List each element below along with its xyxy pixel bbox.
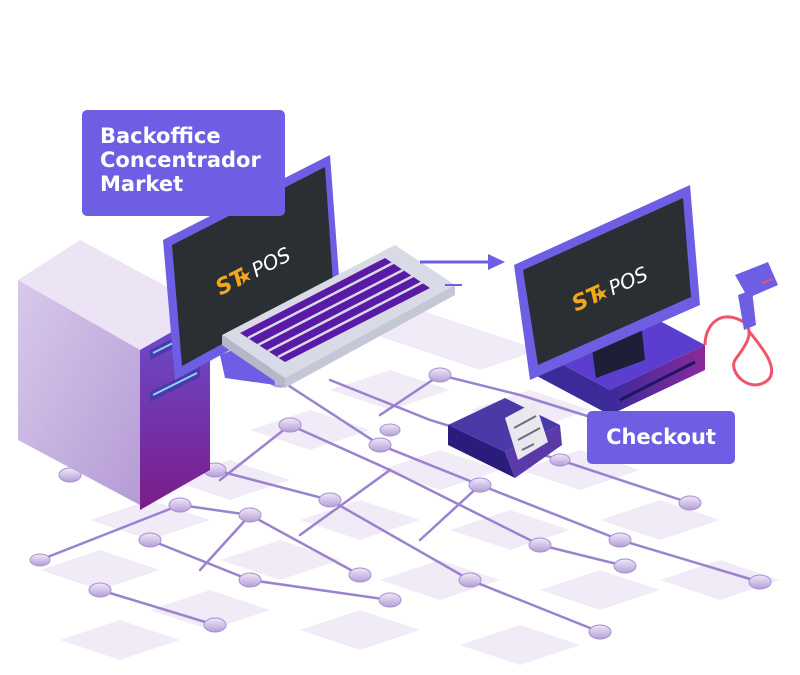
receipt-printer — [448, 398, 562, 478]
backoffice-label-line-2: Concentrador — [100, 148, 261, 172]
barcode-scanner — [703, 262, 778, 387]
keyboard — [222, 245, 455, 388]
arrow-icon — [420, 254, 505, 286]
star-icon: ★ — [589, 282, 612, 308]
backoffice-label-line-3: Market — [100, 172, 184, 196]
backoffice-label-line-1: Backoffice — [100, 124, 221, 148]
checkout-label: Checkout — [587, 411, 735, 464]
checkout-monitor: ST ★ POS — [514, 185, 700, 380]
backoffice-label: Backoffice Concentrador Market — [82, 110, 285, 216]
